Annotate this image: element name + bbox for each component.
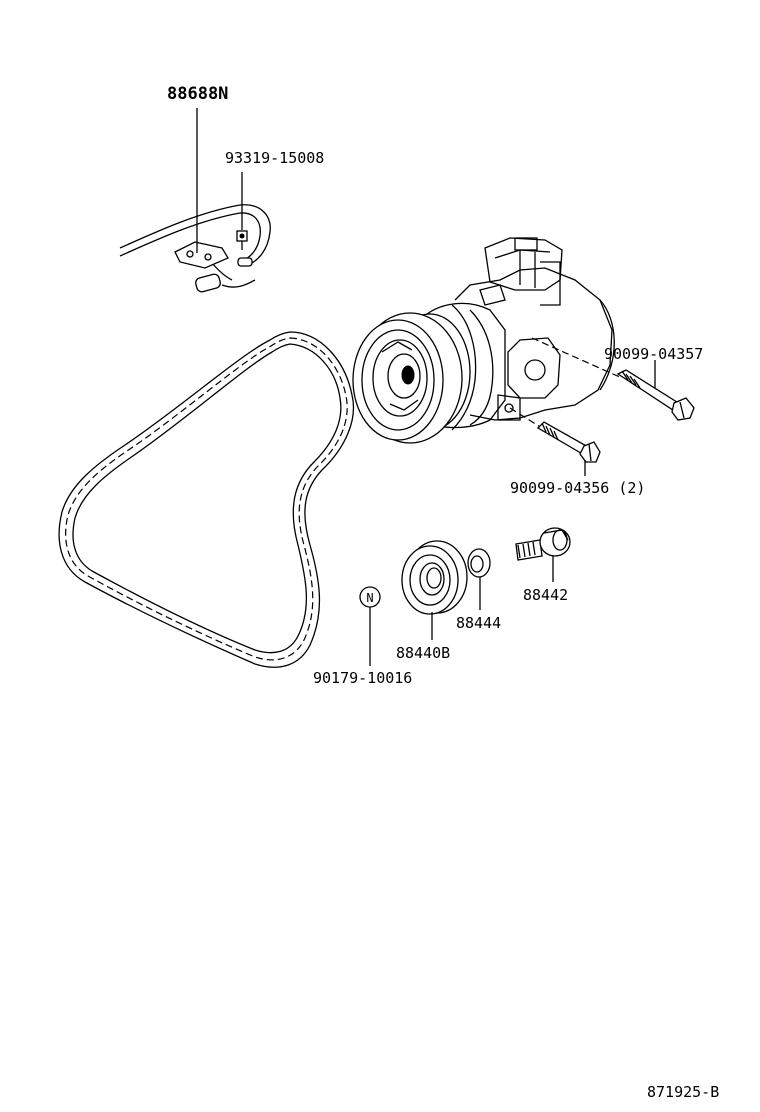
v-belt (58, 331, 355, 668)
label-idler-pulley: 88440B (396, 644, 450, 662)
bolt-lower (536, 421, 601, 463)
drawing-number: 871925-B (647, 1083, 719, 1101)
label-v-belt: 90179-10016 (313, 669, 412, 687)
bolt-upper (616, 369, 695, 421)
label-idler-stud: 88442 (523, 586, 568, 604)
n-marker: N (359, 586, 381, 608)
n-marker-letter: N (366, 591, 373, 605)
compressor (419, 237, 615, 431)
label-bolt-upper: 90099-04357 (604, 345, 703, 363)
idler-spacer (467, 548, 491, 578)
label-bolt-lower: 90099-04356 (2) (510, 479, 645, 497)
sensor-harness (119, 204, 271, 293)
idler-pulley (401, 540, 468, 615)
idler-stud (515, 527, 571, 561)
bolt-upper-alignment (531, 337, 623, 379)
compressor-pulley (352, 312, 471, 444)
label-idler-spacer: 88444 (456, 614, 501, 632)
clip-screw (236, 230, 248, 250)
label-clip: 93319-15008 (225, 149, 324, 167)
label-sensor-harness: 88688N (167, 84, 228, 104)
bolt-lower-alignment (509, 407, 543, 429)
